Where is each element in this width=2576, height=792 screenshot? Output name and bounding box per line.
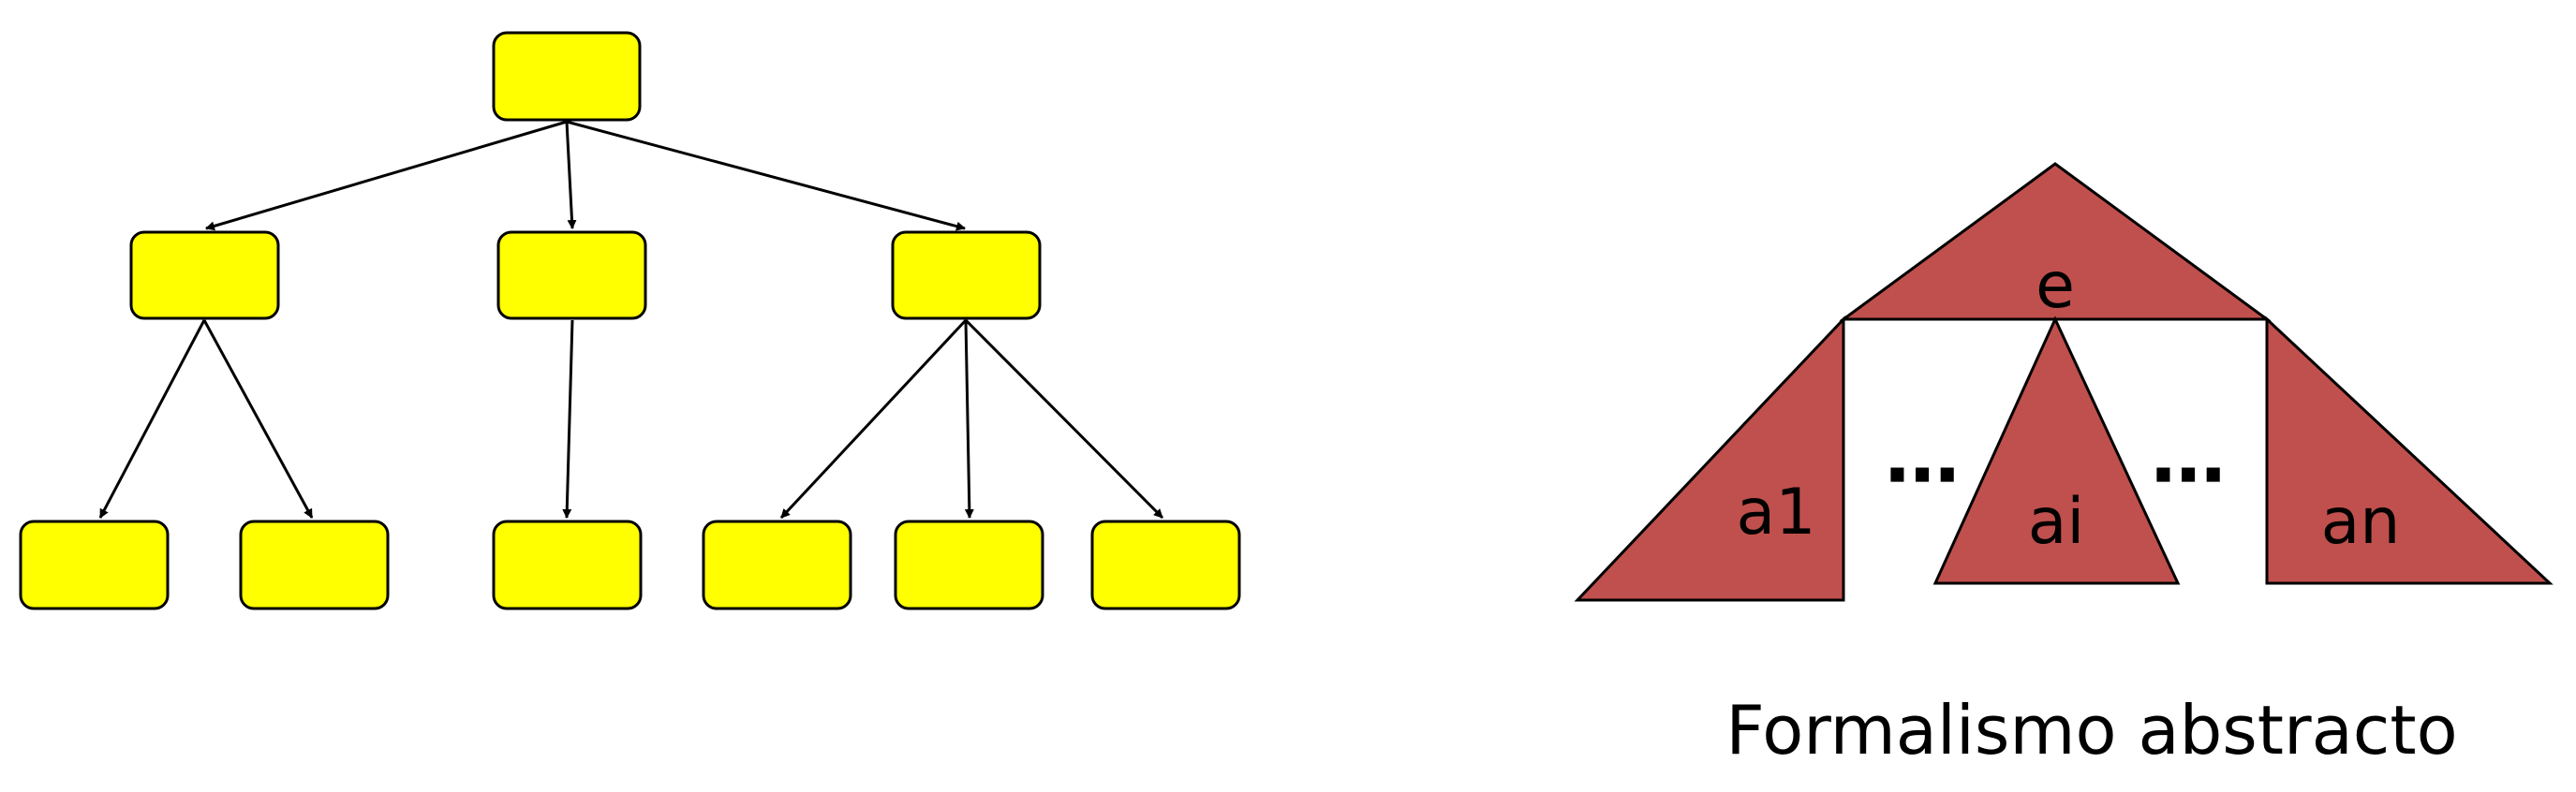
edge-child-1-to-leaf-1 [98, 319, 206, 519]
ellipsis-right: ⋯ [2151, 432, 2229, 519]
edge-root-to-child-1 [205, 120, 568, 231]
leaf-node-6 [1090, 520, 1241, 610]
diagram-caption: Formalismo abstracto [1725, 691, 2457, 770]
subtree-last-triangle [2265, 315, 2554, 585]
root-label: e [2036, 249, 2075, 323]
tree-nodes [19, 31, 1241, 610]
tree-edges [98, 120, 1164, 520]
edge-root-to-child-2 [565, 121, 577, 229]
subtree-last-label: an [2321, 485, 2401, 559]
root-node [492, 31, 642, 122]
edge-child-2-to-leaf-3 [562, 319, 574, 519]
abstract-diagram: e a1 ai an ⋯ ⋯ Formalismo abstracto [1574, 162, 2554, 770]
edge-child-1-to-leaf-2 [202, 319, 314, 519]
leaf-node-2 [239, 520, 390, 610]
child-node-1 [129, 230, 280, 320]
subtree-first-triangle [1574, 315, 1845, 602]
leaf-node-5 [894, 520, 1044, 610]
subtree-middle-label: ai [2028, 485, 2085, 559]
edge-child-3-to-leaf-4 [779, 318, 968, 520]
leaf-node-1 [19, 520, 170, 610]
child-node-2 [496, 230, 647, 320]
ellipsis-left: ⋯ [1885, 432, 1963, 519]
subtree-first-label: a1 [1737, 476, 1816, 550]
edge-child-3-to-leaf-5 [964, 319, 974, 519]
edge-child-3-to-leaf-6 [964, 318, 1164, 520]
subtree-middle-triangle [1932, 315, 2181, 585]
tree-diagram [19, 31, 1241, 610]
leaf-node-4 [702, 520, 852, 610]
edge-root-to-child-3 [566, 120, 966, 231]
leaf-node-3 [492, 520, 643, 610]
child-node-3 [891, 230, 1042, 320]
